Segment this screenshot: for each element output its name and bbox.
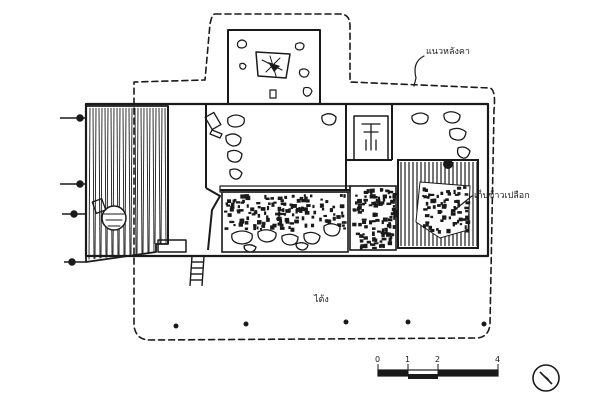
water-jar-icon <box>101 205 127 231</box>
rice-storage-label: เก็บข้าวเปลือก <box>474 188 530 201</box>
ladder-icon <box>189 255 205 287</box>
tools-icon <box>204 111 223 139</box>
scale-tick-3: 4 <box>495 355 500 364</box>
rice-storage-post <box>443 159 453 169</box>
yard-label: ไต้ง <box>313 294 329 305</box>
stone-wall-left <box>225 113 337 180</box>
roof-edge-label: แนวหลังคา <box>426 47 470 57</box>
left-posts <box>60 114 86 266</box>
upper-room-stones <box>236 39 313 99</box>
small-box <box>91 198 107 214</box>
roof-edge-dashed-line <box>133 13 496 341</box>
wooden-deck <box>85 105 169 263</box>
north-arrow-icon <box>532 364 560 392</box>
roof-edge-leader <box>413 55 425 87</box>
yard-post-markers <box>173 319 487 329</box>
shelf-strip <box>219 185 351 193</box>
scale-bar: 0 1 2 4 <box>375 355 500 379</box>
altar-icon <box>353 115 389 161</box>
scale-tick-0: 0 <box>375 355 380 364</box>
scale-tick-1: 1 <box>405 355 410 364</box>
lower-storage-bay <box>221 191 349 253</box>
side-storage-bay <box>349 185 399 251</box>
scale-tick-2: 2 <box>435 355 440 364</box>
stone-wall-right <box>411 111 471 159</box>
door-step <box>157 239 187 253</box>
rice-storage-room <box>397 159 479 249</box>
hearth-icon <box>255 51 291 79</box>
